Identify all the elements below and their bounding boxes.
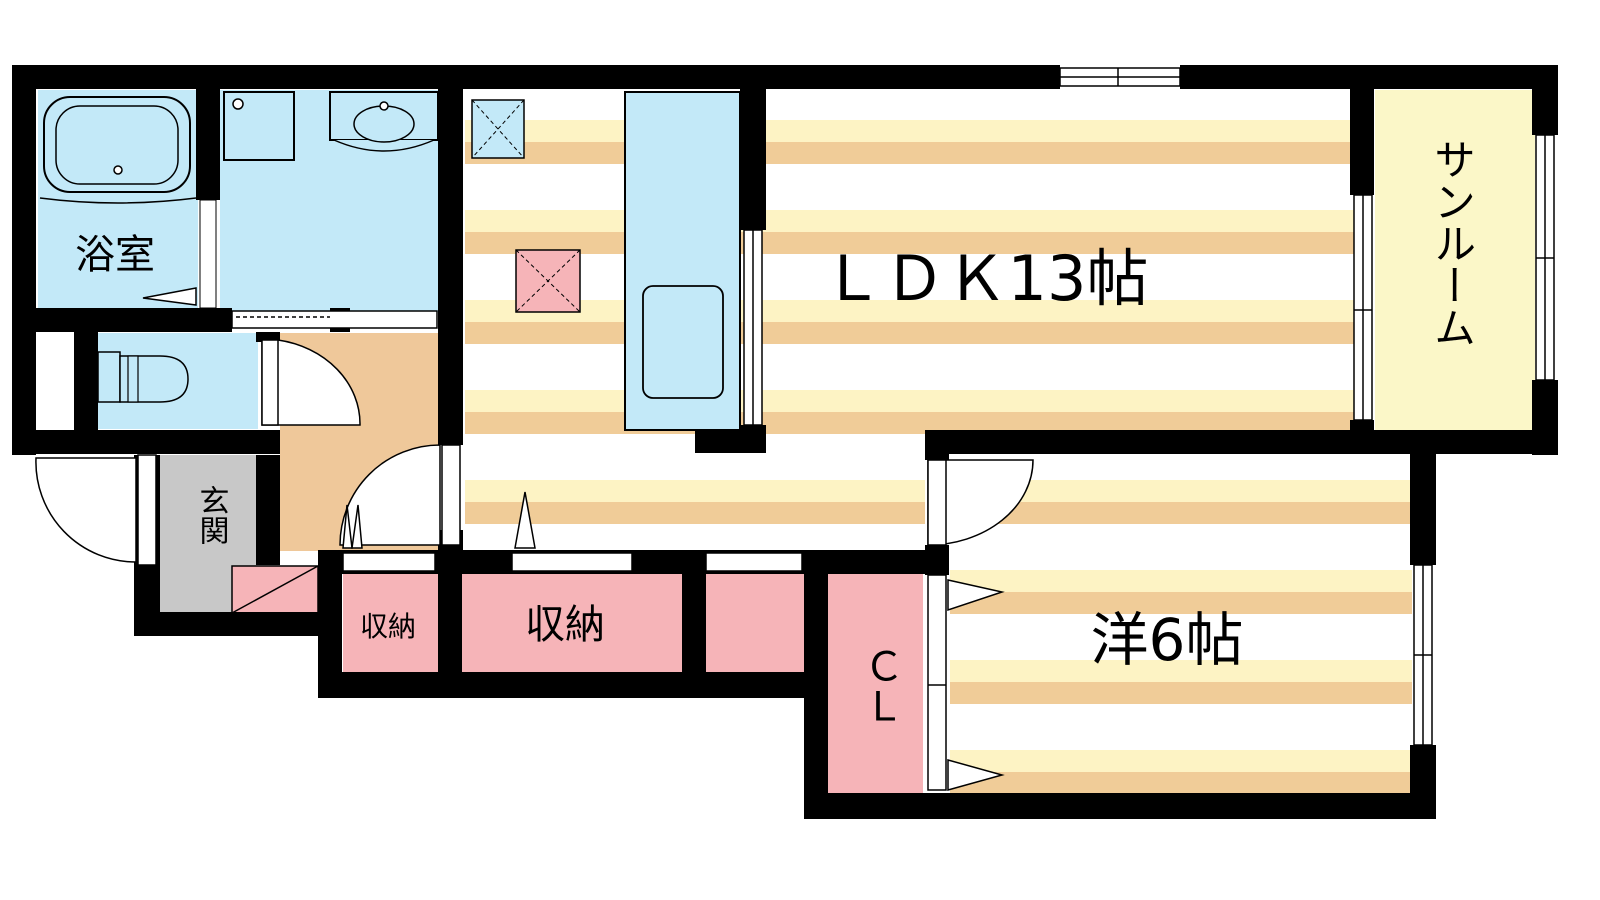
storage-extra-floor: [706, 573, 804, 673]
sunroom-floor: [1375, 90, 1535, 430]
closet-floor: [828, 573, 923, 793]
room-label-storage-small: 収納: [360, 610, 416, 643]
doors: [35, 339, 1034, 791]
room-label-ldk: ＬＤＫ13帖: [822, 242, 1149, 315]
refrigerator-space-icon: [471, 99, 525, 159]
toilet-icon: [97, 351, 121, 403]
western-floor: [950, 455, 1412, 793]
ldk-floor: [465, 90, 1355, 430]
windows: [743, 67, 1555, 746]
storage-main-floor: [462, 573, 682, 673]
storage-small-floor: [343, 573, 438, 673]
room-label-western: 洋6帖: [1091, 606, 1244, 674]
room-label-storage-main: 収納: [525, 602, 605, 648]
room-label-entrance: 玄関: [194, 485, 229, 545]
room-label-closet: ＣＬ: [857, 646, 903, 726]
room-label-bath: 浴室: [75, 232, 155, 278]
kitchen-sink-icon: [642, 285, 724, 399]
appliance-space-icon: [515, 249, 581, 313]
room-label-sunroom: サンルーム: [1428, 138, 1477, 348]
